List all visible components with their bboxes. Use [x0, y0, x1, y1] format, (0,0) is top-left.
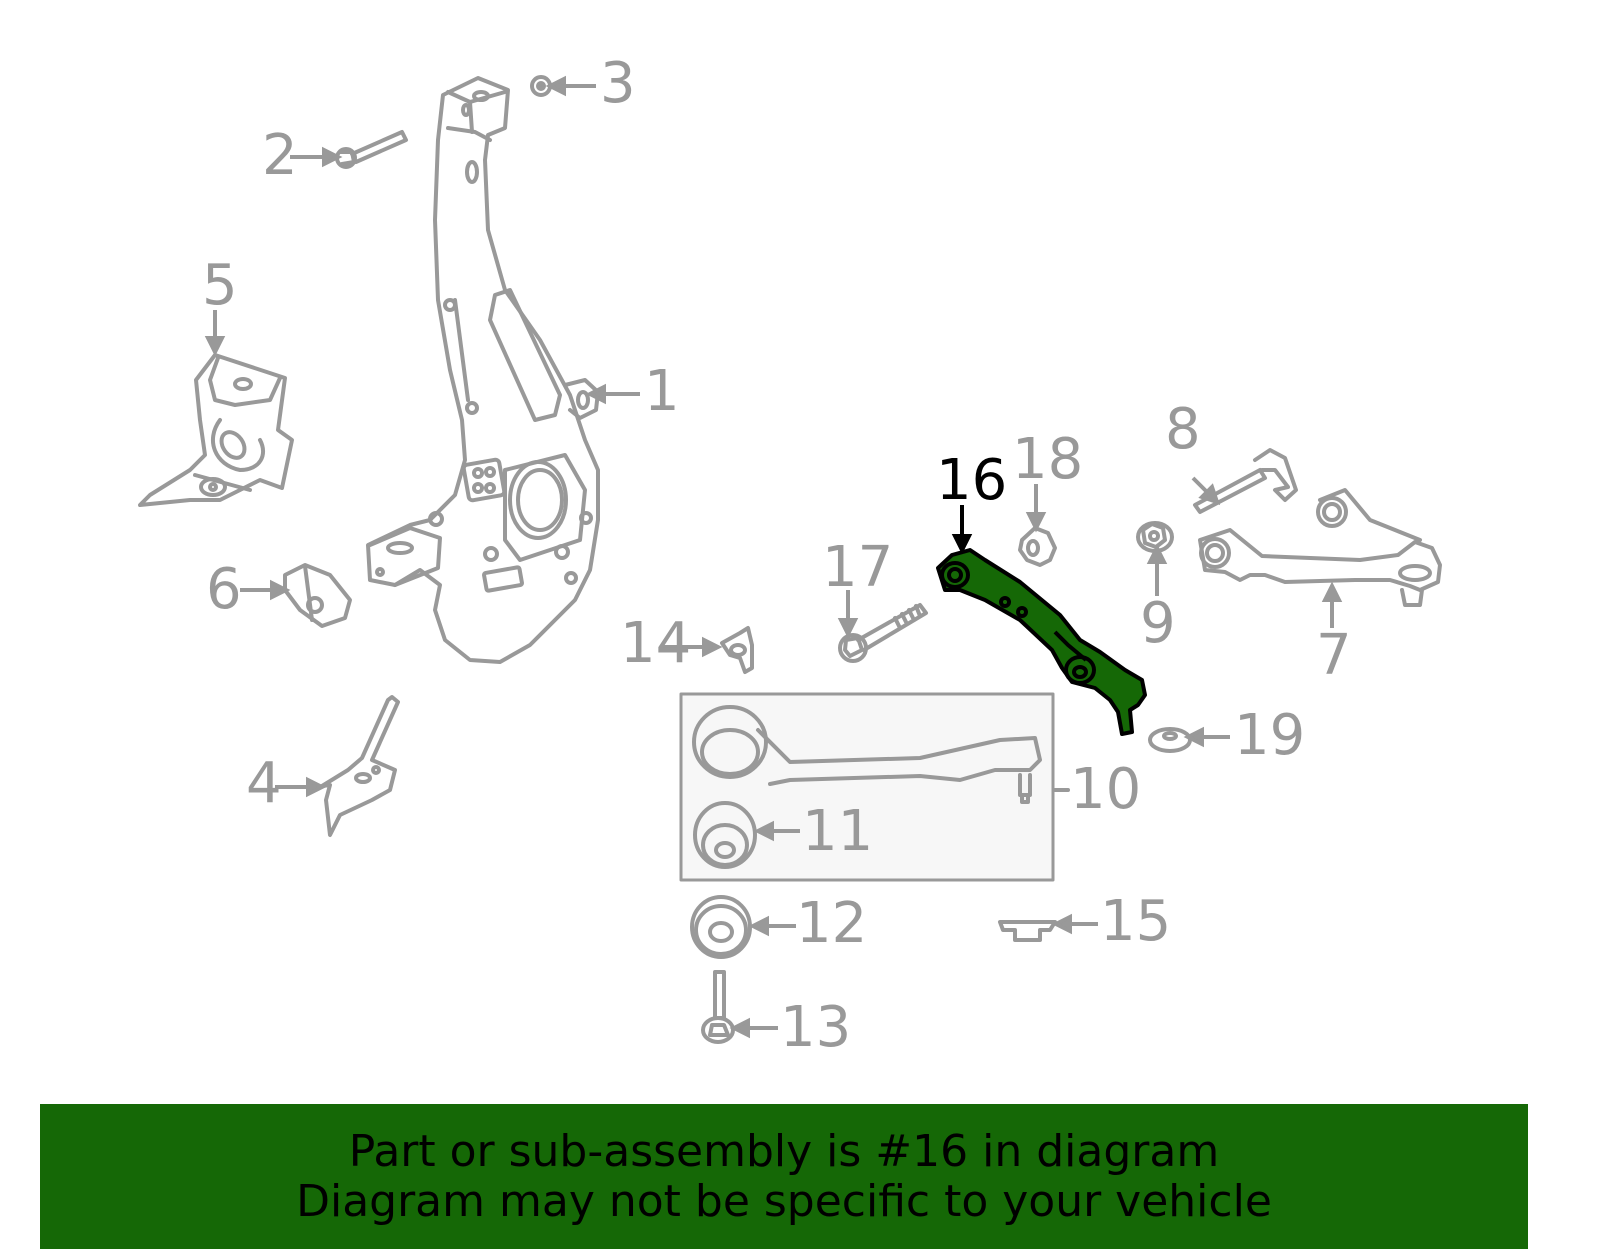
info-banner: Part or sub-assembly is #16 in diagram D… [40, 1104, 1528, 1249]
part-7-control-arm [1198, 488, 1442, 607]
part-17-bolt [838, 603, 928, 663]
callout-12[interactable]: 12 [796, 891, 868, 956]
part-14-clip [720, 626, 754, 674]
part-4-bracket [320, 695, 400, 837]
callout-13[interactable]: 13 [780, 995, 852, 1060]
callout-17[interactable]: 17 [822, 535, 894, 600]
part-8-bolt [1193, 448, 1298, 514]
callout-2[interactable]: 2 [262, 123, 298, 188]
part-15-stopper [998, 920, 1057, 942]
part-9-nut [1136, 521, 1174, 553]
callout-10[interactable]: 10 [1070, 757, 1142, 822]
part-13-bolt [701, 970, 735, 1044]
callout-16[interactable]: 16 [936, 448, 1008, 513]
part-12-bushing [690, 895, 752, 959]
part-2-bolt [335, 130, 408, 169]
diagram-artwork [138, 75, 1442, 1044]
part-10-group-box [679, 692, 1055, 882]
callout-19[interactable]: 19 [1234, 703, 1306, 768]
callout-8[interactable]: 8 [1165, 397, 1201, 462]
callout-9[interactable]: 9 [1140, 591, 1176, 656]
part-10-control-arm [692, 705, 1042, 804]
part-11-bushing [693, 801, 757, 869]
callout-18[interactable]: 18 [1012, 427, 1084, 492]
callout-15[interactable]: 15 [1100, 889, 1172, 954]
callout-16-arrow [951, 505, 973, 555]
part-18-cam [1018, 526, 1057, 567]
part-19-washer [1148, 727, 1192, 753]
parts-diagram: 1 2 3 4 5 6 7 8 9 10 11 12 13 14 15 16 1… [138, 51, 1442, 1060]
banner-line-disclaimer: Diagram may not be specific to your vehi… [296, 1175, 1272, 1227]
callout-3[interactable]: 3 [600, 51, 636, 116]
callout-6[interactable]: 6 [206, 557, 242, 622]
callout-4[interactable]: 4 [246, 751, 282, 816]
banner-line-part-number: Part or sub-assembly is #16 in diagram [348, 1125, 1220, 1177]
callout-5[interactable]: 5 [202, 253, 238, 318]
part-16-control-arm-highlighted [936, 548, 1147, 736]
callout-14[interactable]: 14 [620, 611, 692, 676]
callout-7[interactable]: 7 [1316, 623, 1352, 688]
part-6-bushing [283, 563, 352, 628]
callout-11[interactable]: 11 [802, 799, 874, 864]
callout-1[interactable]: 1 [644, 359, 680, 424]
part-1-steering-knuckle [366, 76, 600, 664]
part-5-shield [138, 353, 294, 507]
